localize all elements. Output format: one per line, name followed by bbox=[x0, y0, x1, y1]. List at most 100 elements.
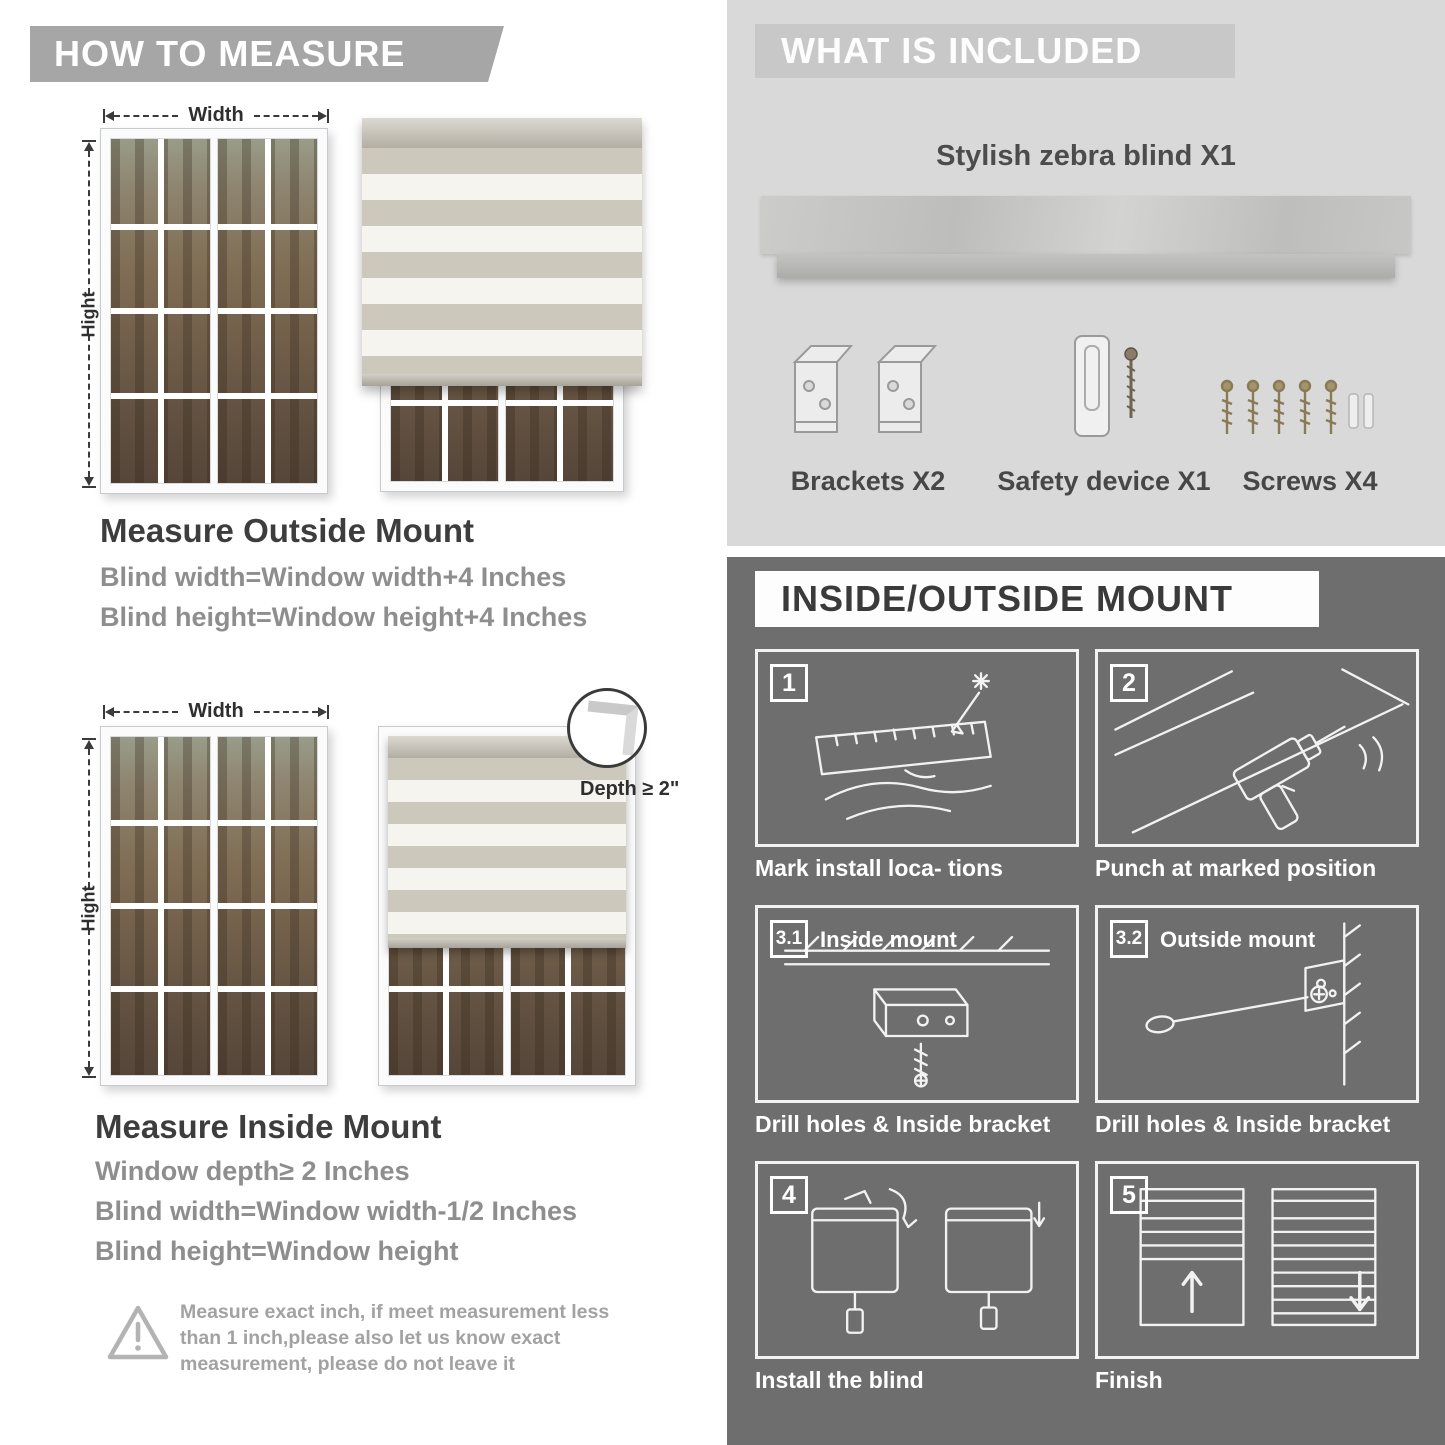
step-1-illustration bbox=[814, 672, 992, 820]
step-3-1-panel: 3.1 Inside mount bbox=[755, 905, 1079, 1103]
step-3-2-illustration bbox=[1145, 922, 1361, 1086]
measure-note: Measure exact inch, if meet measurement … bbox=[180, 1301, 610, 1375]
arrow-dash bbox=[253, 114, 319, 117]
step-5-panel: 5 bbox=[1095, 1161, 1419, 1359]
step-1-caption: Mark install loca- tions bbox=[755, 855, 1003, 881]
step-2-badge: 2 bbox=[1110, 664, 1148, 702]
zebra-blind-inside bbox=[388, 736, 626, 948]
blind-bottomrail bbox=[362, 374, 642, 386]
outside-formula-height: Blind height=Window height+4 Inches bbox=[100, 602, 588, 632]
width-label: Width bbox=[188, 104, 244, 126]
arrow-tick bbox=[81, 486, 96, 488]
outside-formula-width: Blind width=Window width+4 Inches bbox=[100, 562, 567, 592]
step-3-2-panel: 3.2 Outside mount bbox=[1095, 905, 1419, 1103]
width-label: Width bbox=[188, 700, 244, 722]
arrow-right-icon bbox=[318, 110, 328, 121]
what-is-included-banner: WHAT IS INCLUDED bbox=[755, 24, 1235, 78]
arrow-dash bbox=[114, 710, 179, 713]
arrow-dash bbox=[87, 749, 90, 888]
width-arrow-outside: Width bbox=[103, 104, 330, 127]
step-3-2: 3.2 Outside mount Drill holes & Inside b… bbox=[1095, 905, 1419, 1141]
arrow-tick bbox=[81, 140, 96, 142]
arrow-dash bbox=[253, 710, 319, 713]
blind-stripes bbox=[388, 758, 626, 938]
window-illustration-outside bbox=[100, 128, 328, 494]
step-2-panel: 2 bbox=[1095, 649, 1419, 847]
step-4-badge: 4 bbox=[770, 1176, 808, 1214]
blind-bottomrail bbox=[388, 938, 626, 948]
step-4-panel: 4 bbox=[755, 1161, 1079, 1359]
arrow-tick bbox=[103, 704, 105, 719]
step-5: 5 Finish bbox=[1095, 1161, 1419, 1397]
mount-title: INSIDE/OUTSIDE MOUNT bbox=[781, 578, 1234, 619]
inside-formula-height: Blind height=Window height bbox=[95, 1236, 459, 1266]
inside-formula-width: Blind width=Window width-1/2 Inches bbox=[95, 1196, 578, 1226]
blind-headrail bbox=[362, 118, 642, 148]
arrow-dash bbox=[87, 928, 90, 1067]
step-3-2-caption: Drill holes & Inside bracket bbox=[1095, 1111, 1391, 1137]
what-is-included-title: WHAT IS INCLUDED bbox=[781, 30, 1143, 71]
what-is-included-section: WHAT IS INCLUDED Stylish zebra blind X1 bbox=[727, 0, 1445, 546]
warning-icon bbox=[107, 1305, 169, 1360]
how-to-measure-banner: HOW TO MEASURE bbox=[30, 26, 504, 82]
depth-detail-circle bbox=[567, 688, 647, 768]
zebra-blind-count-label: Stylish zebra blind X1 bbox=[936, 140, 1236, 172]
safety-device-label: Safety device X1 bbox=[997, 466, 1211, 496]
outside-mount-blind-illustration bbox=[362, 118, 642, 492]
arrow-tick bbox=[327, 108, 330, 123]
step-3-2-label: Outside mount bbox=[1160, 927, 1316, 952]
blind-stripes bbox=[362, 148, 642, 374]
step-3-2-badge: 3.2 bbox=[1110, 920, 1148, 958]
screws-icon bbox=[1220, 379, 1374, 434]
mount-banner: INSIDE/OUTSIDE MOUNT bbox=[755, 571, 1319, 627]
how-to-measure-section: HOW TO MEASURE Width Hight bbox=[30, 26, 680, 1375]
step-5-caption: Finish bbox=[1095, 1367, 1163, 1393]
step-5-illustration bbox=[1139, 1188, 1377, 1327]
arrow-tick bbox=[103, 108, 105, 123]
arrow-up-icon bbox=[83, 740, 94, 749]
width-arrow-inside: Width bbox=[103, 700, 330, 723]
measure-outside-title: Measure Outside Mount bbox=[100, 512, 475, 549]
step-3-1-illustration bbox=[783, 935, 1051, 1088]
depth-label: Depth ≥ 2" bbox=[580, 778, 680, 800]
window-frame bbox=[110, 138, 318, 484]
safety-device-icon bbox=[1074, 335, 1138, 437]
arrow-left-icon bbox=[105, 110, 114, 121]
arrow-dash bbox=[87, 151, 90, 294]
window-illustration-inside bbox=[100, 726, 328, 1086]
window-sash bbox=[217, 138, 318, 484]
height-arrow-outside: Hight bbox=[66, 140, 112, 488]
arrow-up-icon bbox=[83, 142, 94, 151]
step-3-1: 3.1 Inside mount Drill holes & Inside br… bbox=[755, 905, 1079, 1141]
arrow-down-icon bbox=[83, 477, 94, 486]
blind-headrail bbox=[388, 736, 626, 758]
step-4-illustration bbox=[811, 1188, 1046, 1334]
how-to-measure-title: HOW TO MEASURE bbox=[54, 33, 406, 74]
step-4-caption: Install the blind bbox=[755, 1367, 924, 1393]
step-5-badge: 5 bbox=[1110, 1176, 1148, 1214]
arrow-dash bbox=[87, 334, 90, 477]
step-1: 1 Mark install loca- tions bbox=[755, 649, 1079, 885]
arrow-right-icon bbox=[318, 706, 328, 717]
height-arrow-inside: Hight bbox=[66, 738, 112, 1078]
brackets-label: Brackets X2 bbox=[790, 466, 946, 496]
window-frame bbox=[110, 736, 318, 1076]
inside-mount-blind-illustration bbox=[378, 726, 636, 1086]
step-1-badge: 1 bbox=[770, 664, 808, 702]
zebra-blind-headrail bbox=[761, 196, 1411, 254]
step-2-illustration bbox=[1114, 668, 1410, 834]
window-sash bbox=[217, 736, 318, 1076]
step-3-1-caption: Drill holes & Inside bracket bbox=[755, 1111, 1051, 1137]
window-sash bbox=[110, 736, 211, 1076]
step-4: 4 Install the blind bbox=[755, 1161, 1079, 1397]
measure-inside-title: Measure Inside Mount bbox=[95, 1108, 442, 1145]
inside-outside-mount-section: INSIDE/OUTSIDE MOUNT 1 Ma bbox=[727, 557, 1445, 1445]
step-1-panel: 1 bbox=[755, 649, 1079, 847]
arrow-left-icon bbox=[105, 706, 114, 717]
zebra-blind-outside bbox=[362, 118, 642, 386]
arrow-down-icon bbox=[83, 1067, 94, 1076]
arrow-tick bbox=[81, 738, 96, 740]
arrow-dash bbox=[114, 114, 179, 117]
window-sash bbox=[110, 138, 211, 484]
